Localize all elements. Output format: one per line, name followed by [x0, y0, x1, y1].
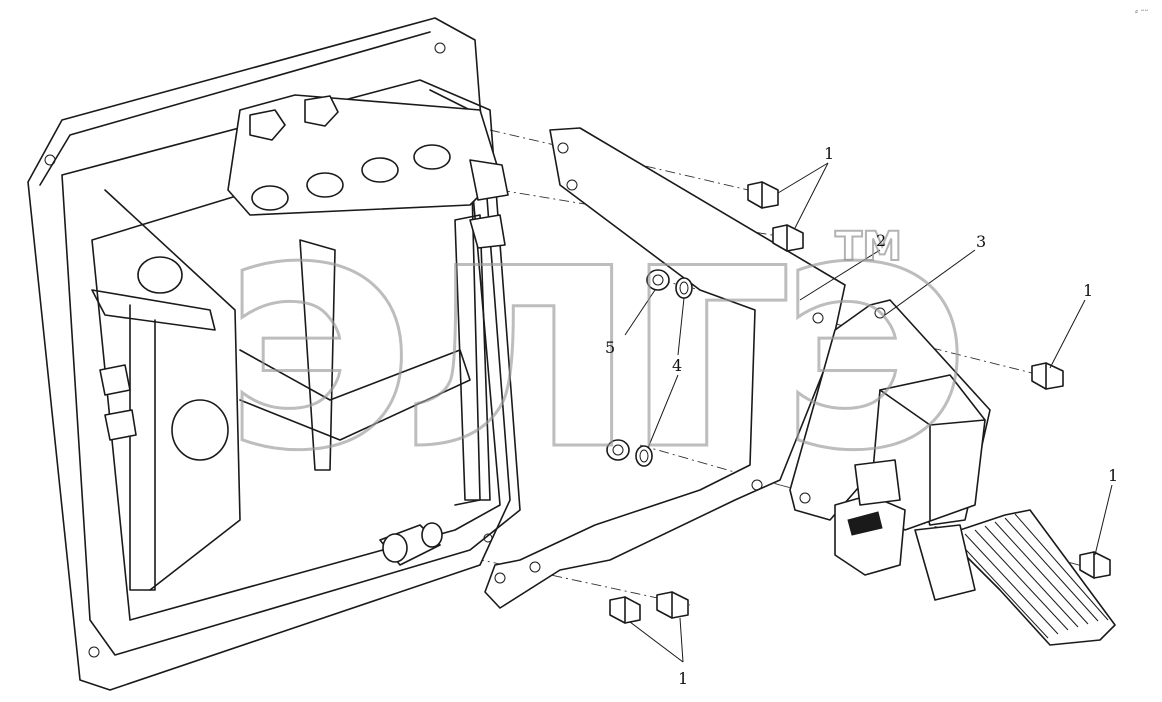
callout-1-upper: 1 [824, 144, 834, 163]
bolt-upper-a [747, 181, 779, 209]
callout-labels: 1 1 1 1 2 3 4 5 [605, 144, 1118, 688]
callout-1-right-top: 1 [1083, 281, 1093, 300]
bolt-right-bottom [1079, 551, 1111, 579]
bolt-right-top [1031, 362, 1064, 390]
washers-part-4 [635, 277, 693, 467]
nuts-part-5 [606, 269, 670, 461]
mounting-plate [27, 17, 521, 691]
watermark-trademark: TM [835, 224, 902, 270]
bolt-bottom-a [609, 596, 641, 624]
callout-3: 3 [976, 232, 986, 251]
pedal-assembly-part-3 [789, 299, 1116, 646]
callout-2: 2 [876, 231, 886, 250]
corner-mark: ⸗ ᵕᵕ [1135, 7, 1149, 17]
watermark: элгэ TM [219, 138, 981, 525]
bolt-bottom-b [656, 591, 689, 619]
callout-5: 5 [605, 338, 615, 357]
leader-lines [624, 162, 1113, 663]
callout-1-right-bottom: 1 [1108, 466, 1118, 485]
bolts-part-1 [609, 181, 1111, 624]
callout-4: 4 [672, 356, 682, 375]
callout-1-bottom: 1 [678, 669, 688, 688]
watermark-text: элгэ [220, 139, 961, 523]
bolt-upper-b [772, 224, 804, 252]
